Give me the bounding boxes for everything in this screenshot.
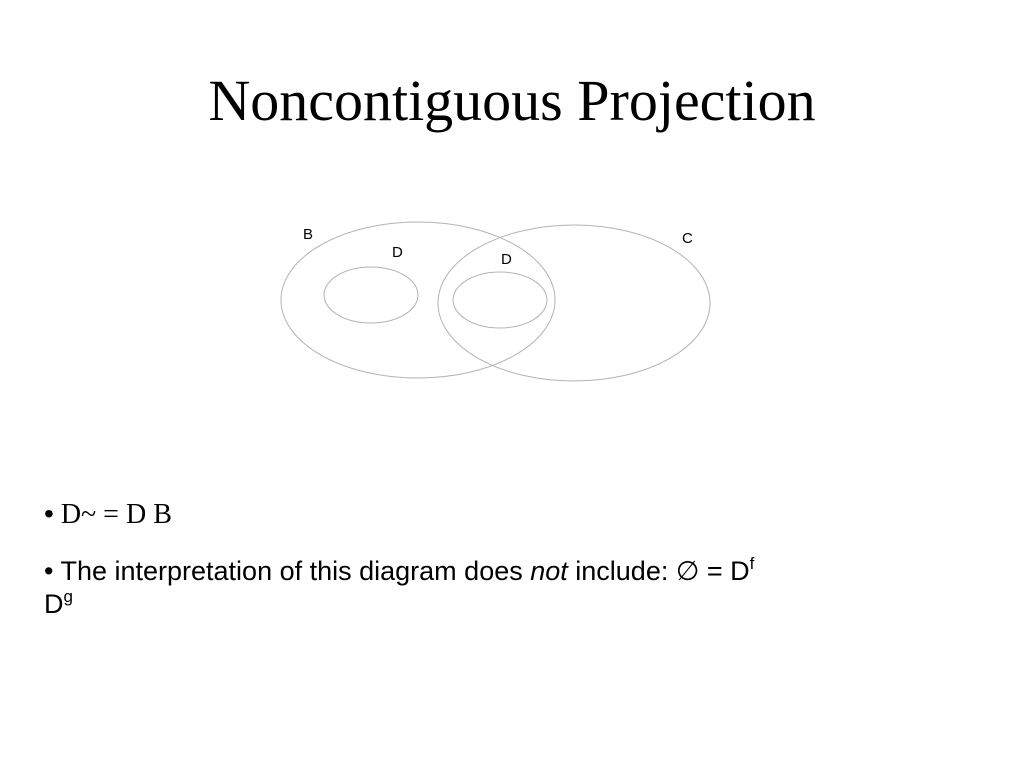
bullet-marker: •: [44, 556, 54, 586]
bullet-item-2: • The interpretation of this diagram doe…: [44, 555, 984, 621]
label-d-right: D: [501, 251, 512, 268]
bullet-1-text: D~ = D B: [60, 499, 172, 530]
ellipse-d-left: [323, 266, 419, 324]
ellipse-c: [437, 224, 711, 382]
ellipse-d-right: [452, 271, 548, 329]
label-d-left: D: [392, 244, 403, 261]
bullet-2-middle: include:: [567, 556, 676, 586]
superscript-f: f: [749, 554, 755, 573]
superscript-g: g: [63, 587, 73, 606]
bullet-item-1: • D~ = D B: [44, 496, 984, 533]
label-b: B: [303, 226, 313, 243]
bullet-marker: •: [44, 498, 54, 529]
bullet-2-line2-base: D: [44, 589, 64, 619]
label-c: C: [682, 230, 693, 247]
bullet-list: • D~ = D B • The interpretation of this …: [44, 496, 984, 621]
bullet-2-equals: = D: [699, 556, 750, 586]
slide-title: Noncontiguous Projection: [208, 68, 816, 133]
bullet-2-emphasis: not: [530, 556, 568, 586]
empty-set-symbol: ∅: [675, 556, 700, 586]
bullet-2-prefix: The interpretation of this diagram does: [60, 556, 531, 586]
ellipse-b: [280, 221, 556, 379]
